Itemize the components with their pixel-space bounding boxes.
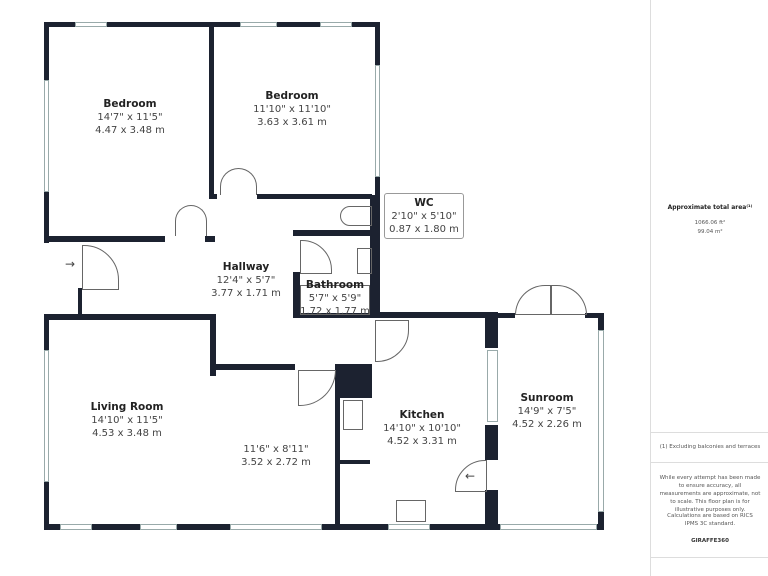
room-size-metric: 4.52 x 3.31 m <box>387 436 457 447</box>
wall <box>375 312 498 318</box>
window <box>240 22 277 27</box>
wall <box>78 288 82 318</box>
window <box>60 524 92 530</box>
wall <box>44 236 165 242</box>
window <box>75 22 107 27</box>
room-size-imperial: 14'9" x 7'5" <box>517 406 577 417</box>
entry-arrow-icon: ← <box>464 469 476 483</box>
wall <box>210 314 216 376</box>
wall <box>293 272 300 318</box>
brand-logo: GIRAFFE360 <box>691 538 729 544</box>
door[interactable] <box>82 245 119 290</box>
area-title: Approximate total area⁽¹⁾ <box>667 204 753 211</box>
wall <box>215 364 295 370</box>
room-size-imperial: 2'10" x 5'10" <box>391 211 457 222</box>
window <box>230 524 322 530</box>
hob <box>343 400 363 430</box>
room-label-hallway: Hallway 12'4" x 5'7" 3.77 x 1.71 m <box>211 261 281 300</box>
toilet <box>340 206 372 226</box>
wall <box>44 524 604 530</box>
room-label-sunroom: Sunroom 14'9" x 7'5" 4.52 x 2.26 m <box>512 392 582 431</box>
window <box>500 524 597 530</box>
wall <box>257 194 372 199</box>
calc-note: Calculations are based on RICS IPMS 3C s… <box>667 513 753 527</box>
room-size-imperial: 14'10" x 10'10" <box>383 423 461 434</box>
room-label-kitchen: Kitchen 14'10" x 10'10" 4.52 x 3.31 m <box>383 409 461 448</box>
room-name: Sunroom <box>520 392 574 404</box>
door[interactable] <box>300 240 332 274</box>
room-size-imperial: 11'6" x 8'11" <box>243 444 309 455</box>
window <box>487 350 498 422</box>
wall <box>485 318 498 348</box>
window <box>388 524 430 530</box>
room-size-imperial: 5'7" x 5'9" <box>308 293 362 304</box>
wall <box>293 313 375 318</box>
room-size-metric: 4.52 x 2.26 m <box>512 419 582 430</box>
wall <box>209 22 214 196</box>
footnote: (1) Excluding balconies and terraces <box>659 444 761 450</box>
room-name: Living Room <box>90 401 164 413</box>
room-label-living-room: Living Room 14'10" x 11'5" 4.53 x 3.48 m <box>91 401 164 440</box>
door[interactable] <box>298 370 336 406</box>
area-ft: 1066.06 ft² <box>694 220 726 226</box>
bath <box>300 285 370 315</box>
door[interactable] <box>220 168 257 195</box>
sink <box>396 500 426 522</box>
wall <box>340 460 370 464</box>
wall <box>44 314 215 320</box>
wall <box>498 313 515 318</box>
room-size-imperial: 14'10" x 11'5" <box>91 415 163 426</box>
window <box>598 330 604 512</box>
wall <box>335 364 372 398</box>
divider <box>651 462 768 463</box>
room-size-metric: 4.47 x 3.48 m <box>95 125 165 136</box>
room-label-bedroom-1: Bedroom 14'7" x 11'5" 4.47 x 3.48 m <box>95 98 165 137</box>
basin <box>357 248 372 274</box>
area-m: 99.04 m² <box>697 229 723 235</box>
room-size-metric: 1.72 x 1.77 m <box>300 306 370 317</box>
room-size-metric: 3.63 x 3.61 m <box>257 117 327 128</box>
info-panel: Approximate total area⁽¹⁾ 1066.06 ft² 99… <box>650 0 768 576</box>
window <box>44 350 49 482</box>
door[interactable] <box>375 320 409 362</box>
room-size-metric: 3.77 x 1.71 m <box>211 288 281 299</box>
room-label-dining: 11'6" x 8'11" 3.52 x 2.72 m <box>241 443 311 469</box>
wall <box>585 313 604 318</box>
wall <box>485 425 498 460</box>
entry-arrow-icon: → <box>64 257 76 271</box>
room-size-metric: 3.52 x 2.72 m <box>241 457 311 468</box>
wall <box>370 195 380 317</box>
door[interactable] <box>550 285 587 315</box>
disclaimer: While every attempt has been made to ens… <box>659 475 761 513</box>
room-name: Bathroom <box>305 279 365 291</box>
window <box>44 80 49 192</box>
room-name: Bedroom <box>265 90 319 102</box>
door[interactable] <box>515 285 552 315</box>
room-size-metric: 0.87 x 1.80 m <box>389 224 459 235</box>
wall <box>209 194 217 199</box>
room-label-bathroom: Bathroom 5'7" x 5'9" 1.72 x 1.77 m <box>300 279 370 318</box>
wall <box>293 230 373 236</box>
room-label-bedroom-2: Bedroom 11'10" x 11'10" 3.63 x 3.61 m <box>253 90 331 129</box>
divider <box>651 557 768 558</box>
room-size-metric: 4.53 x 3.48 m <box>92 428 162 439</box>
divider <box>651 432 768 433</box>
wall <box>205 236 215 242</box>
window <box>375 65 380 177</box>
room-name: WC <box>414 197 434 209</box>
room-name: Kitchen <box>399 409 445 421</box>
room-size-imperial: 11'10" x 11'10" <box>253 104 331 115</box>
room-name: Hallway <box>222 261 270 273</box>
room-name: Bedroom <box>103 98 157 110</box>
wall <box>485 490 498 530</box>
room-size-imperial: 12'4" x 5'7" <box>216 275 276 286</box>
room-label-wc: WC 2'10" x 5'10" 0.87 x 1.80 m <box>384 193 464 239</box>
wall <box>335 364 340 530</box>
door[interactable] <box>175 205 207 236</box>
window <box>320 22 352 27</box>
room-size-imperial: 14'7" x 11'5" <box>97 112 163 123</box>
window <box>140 524 177 530</box>
